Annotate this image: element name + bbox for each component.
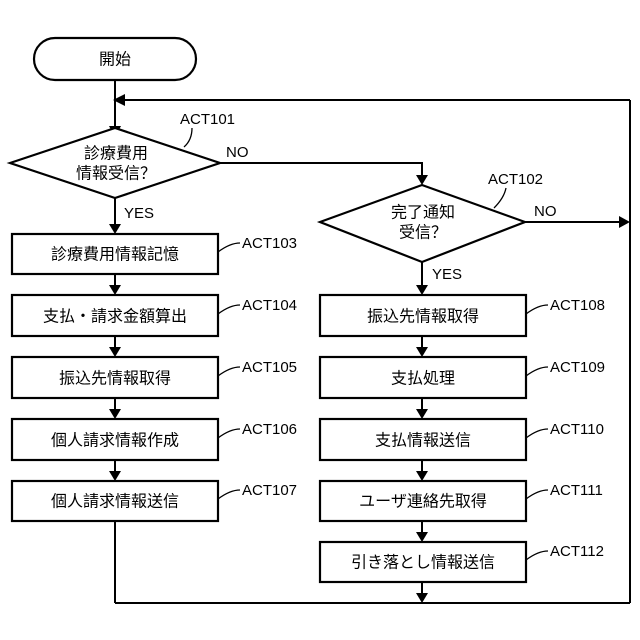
arrowhead-into-act112 [416,532,428,542]
label-act109-leader [526,367,548,376]
label-act112-leader [526,551,548,560]
label-act111-leader [526,490,548,499]
process-act108-text: 振込先情報取得 [367,307,479,326]
arrowhead-into-act105 [109,347,121,357]
label-act104: ACT104 [242,297,297,314]
label-act103-leader [218,243,240,252]
label-act110: ACT110 [550,421,604,438]
label-act108-leader [526,305,548,314]
label-act111: ACT111 [550,482,603,499]
process-act104-text: 支払・請求金額算出 [43,307,187,326]
decision-act101-line-2: 情報受信？ [76,164,156,183]
label-act110-leader [526,429,548,438]
process-act105-text: 振込先情報取得 [59,369,171,388]
label-act105-leader [218,367,240,376]
process-act112-text: 引き落とし情報送信 [351,553,495,572]
process-act109-text: 支払処理 [391,369,455,388]
connector-act101-no [220,163,422,177]
arrowhead-act102-no [619,216,630,228]
arrowhead-into-act104 [109,285,121,295]
process-act111-text: ユーザ連絡先取得 [359,492,487,511]
start-terminal: 開始 [34,38,196,80]
decision-act102-line-1: 完了通知 [391,203,455,222]
arrowhead-act112-to-bottom [416,593,428,603]
process-act109: 支払処理 [320,357,526,398]
decision-act101-line-1: 診療費用 [84,144,148,163]
start-terminal-text: 開始 [99,50,131,69]
process-act112: 引き落とし情報送信 [320,542,526,582]
label-act102-leader [494,188,506,208]
arrowhead-into-act109 [416,347,428,357]
process-act106-text: 個人請求情報作成 [51,431,179,450]
decision-act102: 完了通知 受信？ [320,185,525,262]
process-act111: ユーザ連絡先取得 [320,481,526,521]
process-act107: 個人請求情報送信 [12,481,218,521]
arrowhead-into-act110 [416,409,428,419]
arrowhead-into-act102 [416,175,428,185]
label-act108: ACT108 [550,297,605,314]
decision-act102-line-2: 受信？ [399,223,447,242]
process-act103-text: 診療費用情報記憶 [51,245,179,264]
process-act107-text: 個人請求情報送信 [51,492,179,511]
process-act103: 診療費用情報記憶 [12,234,218,274]
label-act112: ACT112 [550,543,604,560]
arrowhead-into-act106 [109,409,121,419]
label-act107-leader [218,490,240,499]
edge-label-act102-no: NO [534,203,557,220]
label-act101: ACT101 [180,111,235,128]
label-act106: ACT106 [242,421,297,438]
arrowhead-into-act103 [109,224,121,234]
process-act110: 支払情報送信 [320,419,526,460]
process-act108: 振込先情報取得 [320,295,526,336]
label-act102: ACT102 [488,171,543,188]
process-act110-text: 支払情報送信 [375,431,471,450]
label-act106-leader [218,429,240,438]
edge-label-act101-yes: YES [124,205,154,222]
process-act106: 個人請求情報作成 [12,419,218,460]
label-act101-leader [184,128,192,147]
label-act107: ACT107 [242,482,297,499]
label-act104-leader [218,305,240,314]
arrowhead-into-act108 [416,285,428,295]
label-act109: ACT109 [550,359,605,376]
label-act105: ACT105 [242,359,297,376]
edge-label-act102-yes: YES [432,266,462,283]
arrowhead-into-act111 [416,471,428,481]
process-act105: 振込先情報取得 [12,357,218,398]
decision-act101: 診療費用 情報受信？ [10,128,220,198]
process-act104: 支払・請求金額算出 [12,295,218,336]
edge-label-act101-no: NO [226,144,249,161]
label-act103: ACT103 [242,235,297,252]
arrowhead-into-act107 [109,471,121,481]
